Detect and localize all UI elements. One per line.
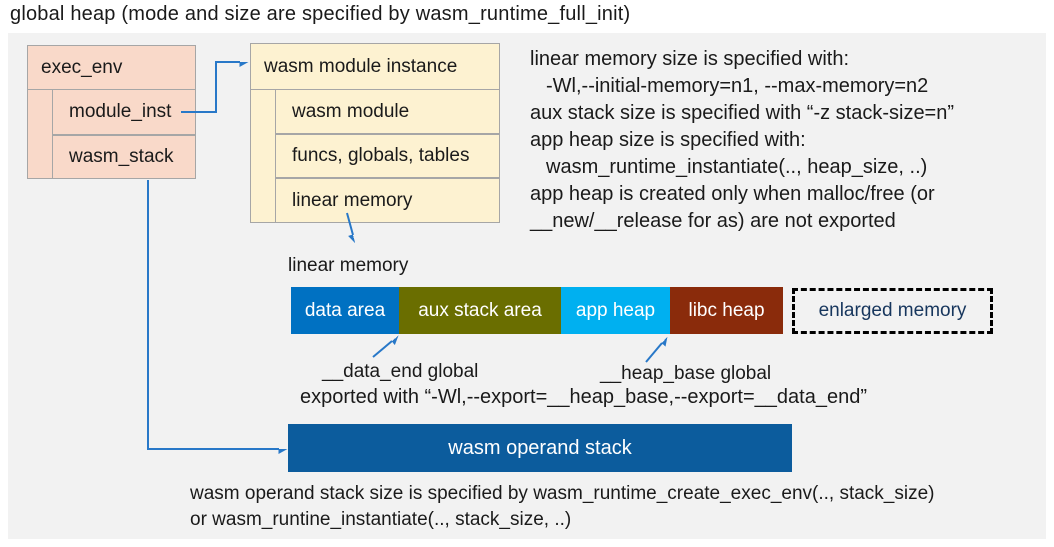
note-line: linear memory size is specified with:	[530, 48, 849, 70]
footer-line: or wasm_runtine_instantiate(.., stack_si…	[190, 509, 572, 530]
export-note: exported with “-Wl,--export=__heap_base,…	[300, 386, 867, 408]
note-line: wasm_runtime_instantiate(.., heap_size, …	[546, 156, 928, 178]
data-end-global-label: __data_end global	[322, 361, 479, 382]
segment-aux-stack-area: aux stack area	[399, 287, 561, 334]
segment-libc-heap: libc heap	[670, 287, 783, 334]
footer-caption: wasm operand stack size is specified by …	[190, 481, 935, 533]
segment-app-heap: app heap	[561, 287, 670, 334]
operand-stack-box: wasm operand stack	[288, 424, 792, 472]
note-line: __new/__release for as) are not exported	[530, 210, 896, 232]
exec-env-row-wasm-stack: wasm_stack	[52, 135, 196, 179]
module-instance-row-wasm-module: wasm module	[275, 89, 500, 134]
page-title: global heap (mode and size are specified…	[10, 3, 631, 25]
note-line: aux stack size is specified with “-z sta…	[530, 102, 955, 124]
heap-base-global-label: __heap_base global	[600, 363, 772, 384]
exec-env-row-module-inst: module_inst	[52, 89, 196, 135]
footer-line: wasm operand stack size is specified by …	[190, 483, 935, 504]
note-line: app heap is created only when malloc/fre…	[530, 183, 935, 205]
module-instance-row-linear-memory: linear memory	[275, 178, 500, 223]
exec-env-header: exec_env	[28, 46, 195, 90]
linear-memory-label: linear memory	[288, 255, 409, 276]
module-instance-header: wasm module instance	[251, 44, 499, 90]
module-instance-row-funcs-globals-tables: funcs, globals, tables	[275, 134, 500, 178]
segment-enlarged-memory: enlarged memory	[792, 288, 993, 334]
segment-data-area: data area	[291, 287, 399, 334]
note-line: -Wl,--initial-memory=n1, --max-memory=n2	[546, 75, 929, 97]
note-line: app heap size is specified with:	[530, 129, 806, 151]
notes-block: linear memory size is specified with: -W…	[530, 46, 954, 235]
